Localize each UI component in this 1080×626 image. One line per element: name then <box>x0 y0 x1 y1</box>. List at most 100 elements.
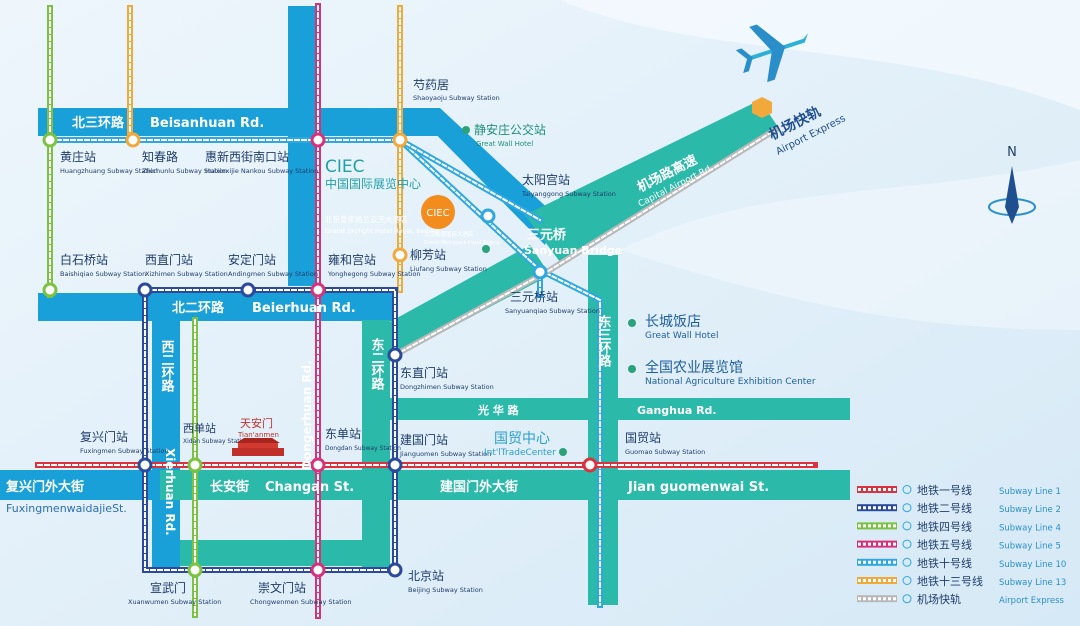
svg-text:Guomao Subway Station: Guomao Subway Station <box>625 448 705 456</box>
station-zhichunlu: 知春路 Zhichunlu Subway Station <box>142 149 227 175</box>
road-changan-west <box>0 470 160 500</box>
road-north-vertical <box>288 6 316 286</box>
label-dongerhuan-en: Dongerhuan Rd. <box>300 360 314 470</box>
label-dongerhuan-cn: 东二环路 <box>369 337 385 390</box>
label-xierhuan-en: Xierhuan Rd. <box>163 448 177 536</box>
airplane-icon <box>735 24 809 83</box>
svg-text:Dongzhimen Subway Station: Dongzhimen Subway Station <box>400 383 494 391</box>
legend-line-swatch <box>857 540 897 548</box>
svg-text:Dongdan Subway Station: Dongdan Subway Station <box>325 445 401 452</box>
station-huixinxijie: 惠新西街南口站 Huixinxijie Nankou Subway Statio… <box>205 149 318 175</box>
road-ganghua <box>390 398 850 420</box>
svg-text:复兴门站: 复兴门站 <box>80 429 128 444</box>
label-dongsanhuan-cn: 东三环路 <box>596 314 612 367</box>
station-huangzhuang: 黄庄站 Huangzhuang Subway Station <box>60 149 158 175</box>
label-beierhuan-en: Beierhuan Rd. <box>252 301 356 316</box>
station-sanyuanqiao: 三元桥站 Sanyuanqiao Subway Station <box>505 290 600 315</box>
legend-label-cn: 机场快轨 <box>917 592 961 606</box>
station-xuanwumen: 宣武门 Xuanwumen Subway Station <box>128 580 221 606</box>
svg-text:Xidan Subway Station: Xidan Subway Station <box>183 438 249 445</box>
svg-text:北京站: 北京站 <box>408 569 444 583</box>
legend-bullet-icon <box>902 503 912 513</box>
svg-text:天安门: 天安门 <box>240 416 273 430</box>
svg-text:Andingmen Subway Station: Andingmen Subway Station <box>228 270 318 278</box>
legend-row: 地铁五号线 Subway Line 5 <box>857 538 1061 552</box>
svg-text:宣武门: 宣武门 <box>150 580 186 595</box>
road-beisanhuan <box>38 108 438 136</box>
label-jianguomenwai-cn: 建国门外大街 <box>440 479 518 495</box>
svg-text:西单站: 西单站 <box>183 421 216 435</box>
road-sw-diagonal <box>375 245 550 360</box>
landmark-great-wall-hotel: 长城饭店 Great Wall Hotel <box>628 314 718 341</box>
svg-text:北京皇家格兰云天大酒店: 北京皇家格兰云天大酒店 <box>325 214 408 224</box>
legend-line-swatch <box>857 577 897 584</box>
label-beisanhuan-en: Beisanhuan Rd. <box>150 116 264 131</box>
station-dongzhimen: 东直门站 Dongzhimen Subway Station <box>400 365 494 391</box>
station-liufang: 柳芳站 Liufang Subway Station <box>410 248 487 273</box>
label-beisanhuan-cn: 北三环路 <box>72 115 125 131</box>
label-beierhuan-cn: 北二环路 <box>172 300 225 316</box>
legend-label-en: Subway Line 2 <box>999 505 1061 515</box>
landmark-bus-stop: 静安庄公交站 Great Wall Hotel <box>462 122 546 148</box>
station-baishiqiao: 白石桥站 Baishiqiao Subway Station <box>60 252 146 278</box>
svg-text:Zhichunlu Subway Station: Zhichunlu Subway Station <box>142 167 227 175</box>
station-yonghegong: 雍和宫站 Yonghegong Subway Station <box>327 252 421 278</box>
landmark-ciec: CIEC 中国国际展览中心 CIEC 北京皇家格兰云天大酒店 Grand Sky… <box>325 157 500 253</box>
road-south-link <box>180 540 390 566</box>
svg-text:Sanyuanqiao Subway Station: Sanyuanqiao Subway Station <box>505 307 600 315</box>
compass-label: N <box>1007 145 1017 160</box>
legend-bullet-icon <box>902 594 912 604</box>
label-changan-cn: 长安街 <box>210 479 249 495</box>
svg-text:长城饭店: 长城饭店 <box>645 314 701 330</box>
compass: N <box>988 145 1036 224</box>
label-jianguomenwai-en: Jian guomenwai St. <box>627 480 769 495</box>
road-beierhuan <box>38 293 398 321</box>
legend-bullet-icon <box>902 557 912 567</box>
station-xizhimen: 西直门站 Xizhimen Subway Station <box>145 252 228 278</box>
label-ganghua-cn: 光 华 路 <box>477 403 520 417</box>
svg-text:Great Wall Hotel: Great Wall Hotel <box>476 140 533 148</box>
station-shaoyaoju: 芍药居 Shaoyaoju Subway Station <box>413 78 500 102</box>
legend-label-en: Subway Line 4 <box>999 523 1061 533</box>
svg-text:三元桥站: 三元桥站 <box>510 290 558 304</box>
svg-text:Grand Metropark Hotel Beijing: Grand Metropark Hotel Beijing <box>424 240 500 246</box>
svg-text:北京盛唐国际大酒店: 北京盛唐国际大酒店 <box>424 230 474 238</box>
road-airport-expressway <box>525 100 780 262</box>
svg-text:Baishiqiao Subway Station: Baishiqiao Subway Station <box>60 270 146 278</box>
legend-label-cn: 地铁一号线 <box>917 483 972 497</box>
legend-label-cn: 地铁四号线 <box>917 519 972 533</box>
legend-label-en: Subway Line 1 <box>999 487 1061 497</box>
label-fuxingmenwai-en: FuxingmenwaidajieSt. <box>6 502 127 515</box>
legend-label-cn: 地铁十号线 <box>917 556 972 570</box>
station-guomao: 国贸站 Guomao Subway Station <box>625 431 705 456</box>
station-beijing: 北京站 Beijing Subway Station <box>408 569 483 594</box>
svg-text:东直门站: 东直门站 <box>400 365 448 380</box>
svg-text:Liufang Subway Station: Liufang Subway Station <box>410 265 487 273</box>
station-xidan: 西单站 Xidan Subway Station <box>183 421 249 445</box>
station-chongwenmen: 崇文门站 Chongwenmen Subway Station <box>250 580 352 606</box>
label-sanyuan-en: Sanyuan Bridge <box>524 244 622 257</box>
legend-label-en: Subway Line 13 <box>999 578 1066 588</box>
tiananmen-gate-icon <box>232 438 284 456</box>
legend-label-cn: 地铁五号线 <box>917 538 972 552</box>
svg-text:Beijing Subway Station: Beijing Subway Station <box>408 586 483 594</box>
label-ganghua-en: Ganghua Rd. <box>637 404 717 417</box>
road-dongerhuan <box>362 320 390 570</box>
station-taiyanggong: 太阳宫站 Taiyanggong Subway Station <box>521 172 616 198</box>
legend-label-en: Subway Line 5 <box>999 542 1061 552</box>
legend-bullet-icon <box>902 539 912 549</box>
svg-text:黄庄站: 黄庄站 <box>60 149 96 164</box>
svg-text:Xizhimen Subway Station: Xizhimen Subway Station <box>145 270 228 278</box>
legend-bullet-icon <box>902 521 912 531</box>
legend-line-swatch <box>857 486 897 493</box>
legend-line-swatch <box>857 504 897 512</box>
svg-text:雍和宫站: 雍和宫站 <box>328 252 376 267</box>
label-changan-en: Changan St. <box>265 480 354 495</box>
legend-row: 地铁四号线 Subway Line 4 <box>857 519 1061 533</box>
svg-text:Huixinxijie Nankou Subway Stat: Huixinxijie Nankou Subway Station <box>205 167 318 175</box>
legend-line-swatch <box>857 558 897 566</box>
